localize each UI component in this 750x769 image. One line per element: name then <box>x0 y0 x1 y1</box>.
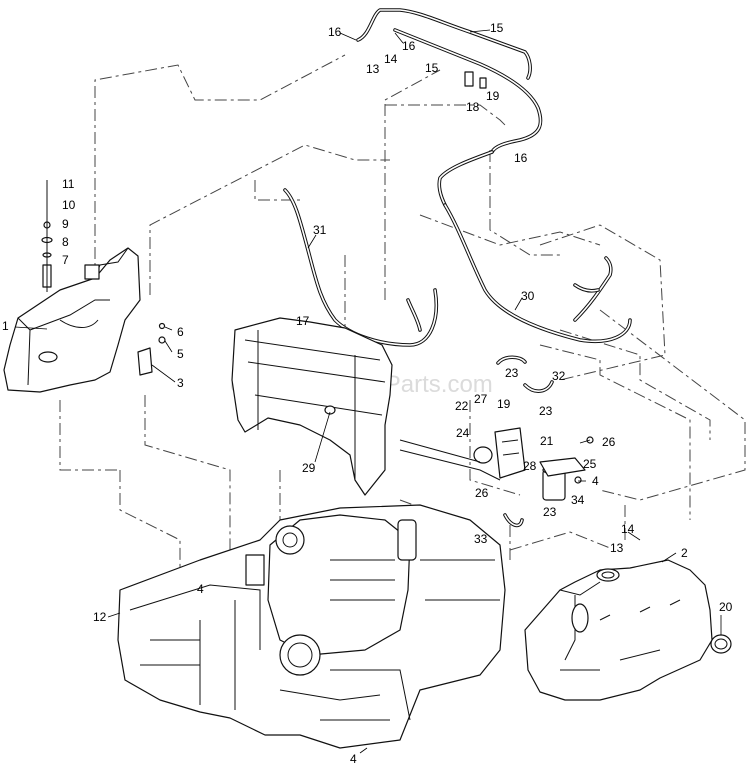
left-fuel-tank <box>3 247 141 393</box>
callout-19: 19 <box>497 397 511 411</box>
callout-19: 19 <box>486 89 500 103</box>
callout-4: 4 <box>350 752 357 766</box>
callout-15: 15 <box>425 61 439 75</box>
callout-20: 20 <box>719 600 733 614</box>
bracket-3 <box>137 322 166 376</box>
engine-chassis <box>117 504 506 749</box>
callout-33: 33 <box>474 532 488 546</box>
callout-9: 9 <box>62 217 69 231</box>
callout-32: 32 <box>552 369 566 383</box>
callout-23: 23 <box>505 366 519 380</box>
callout-21: 21 <box>540 434 554 448</box>
callout-17: 17 <box>296 314 310 328</box>
callout-3: 3 <box>177 376 184 390</box>
callout-26: 26 <box>602 435 616 449</box>
callout-11: 11 <box>62 177 75 191</box>
callout-14: 14 <box>384 52 398 66</box>
leader-lines <box>14 29 722 754</box>
callout-13: 13 <box>610 541 624 555</box>
filter-assembly <box>399 355 594 528</box>
callout-12: 12 <box>93 610 107 624</box>
callout-16: 16 <box>402 39 416 53</box>
callout-6: 6 <box>177 325 184 339</box>
callout-27: 27 <box>474 392 488 406</box>
callout-8: 8 <box>62 235 69 249</box>
callout-4: 4 <box>197 582 204 596</box>
callout-7: 7 <box>62 253 69 267</box>
vent-hose-assembly <box>356 8 543 207</box>
callout-31: 31 <box>313 223 327 237</box>
callout-14: 14 <box>621 522 635 536</box>
callout-1: 1 <box>2 319 9 333</box>
hardware-stack <box>41 180 53 292</box>
callout-4: 4 <box>592 474 599 488</box>
callout-26: 26 <box>475 486 489 500</box>
callout-30: 30 <box>521 289 535 303</box>
callout-23: 23 <box>543 505 557 519</box>
callout-28: 28 <box>523 459 537 473</box>
callout-23: 23 <box>539 404 553 418</box>
callout-13: 13 <box>366 62 380 76</box>
callout-labels: 16 15 16 13 14 15 19 18 16 11 10 9 8 7 3… <box>2 21 733 766</box>
callout-5: 5 <box>177 347 184 361</box>
mounting-frame <box>231 317 393 496</box>
callout-24: 24 <box>456 426 470 440</box>
callout-34: 34 <box>571 493 585 507</box>
callout-16: 16 <box>328 25 342 39</box>
callout-15: 15 <box>490 21 504 35</box>
callout-25: 25 <box>583 457 597 471</box>
callout-29: 29 <box>302 461 316 475</box>
callout-10: 10 <box>62 198 76 212</box>
callout-16: 16 <box>514 151 528 165</box>
callout-2: 2 <box>681 546 688 560</box>
callout-22: 22 <box>455 399 469 413</box>
callout-18: 18 <box>466 100 480 114</box>
fuel-hoses <box>283 188 632 347</box>
right-fuel-tank <box>524 559 732 701</box>
